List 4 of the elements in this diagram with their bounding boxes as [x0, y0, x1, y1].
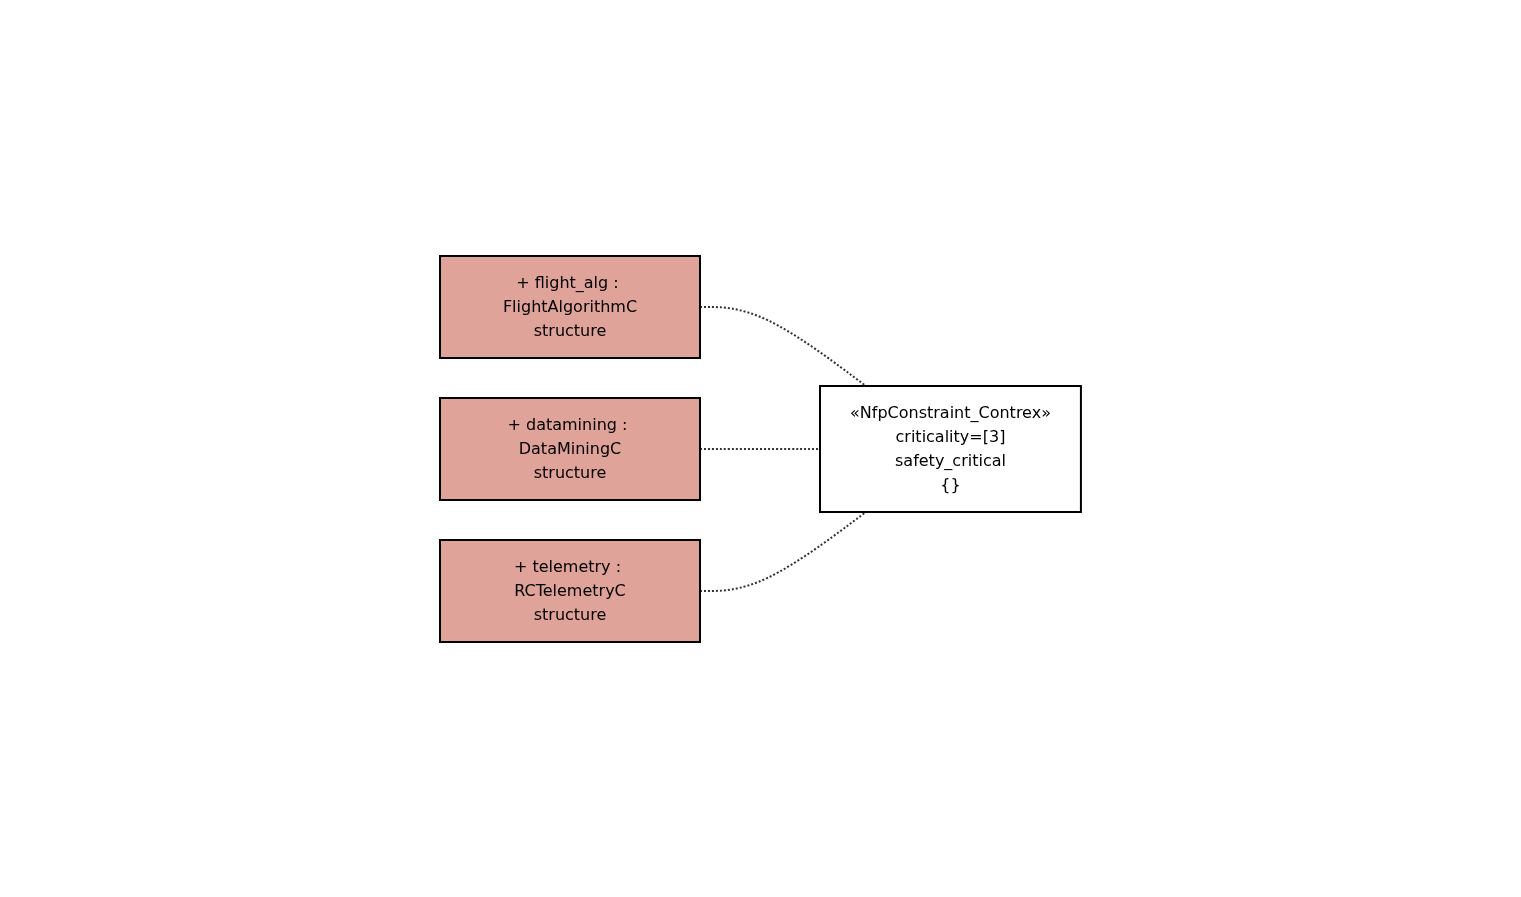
- node-box: «NfpConstraint_Contrex» criticality=[3] safety_critical {}: [819, 384, 1082, 513]
- node-box: + datamining : DataMiningC structure: [439, 396, 702, 501]
- node-box: + flight_alg : FlightAlgorithmC structure: [439, 254, 702, 359]
- node-box: + telemetry : RCTelemetryC structure: [439, 538, 702, 643]
